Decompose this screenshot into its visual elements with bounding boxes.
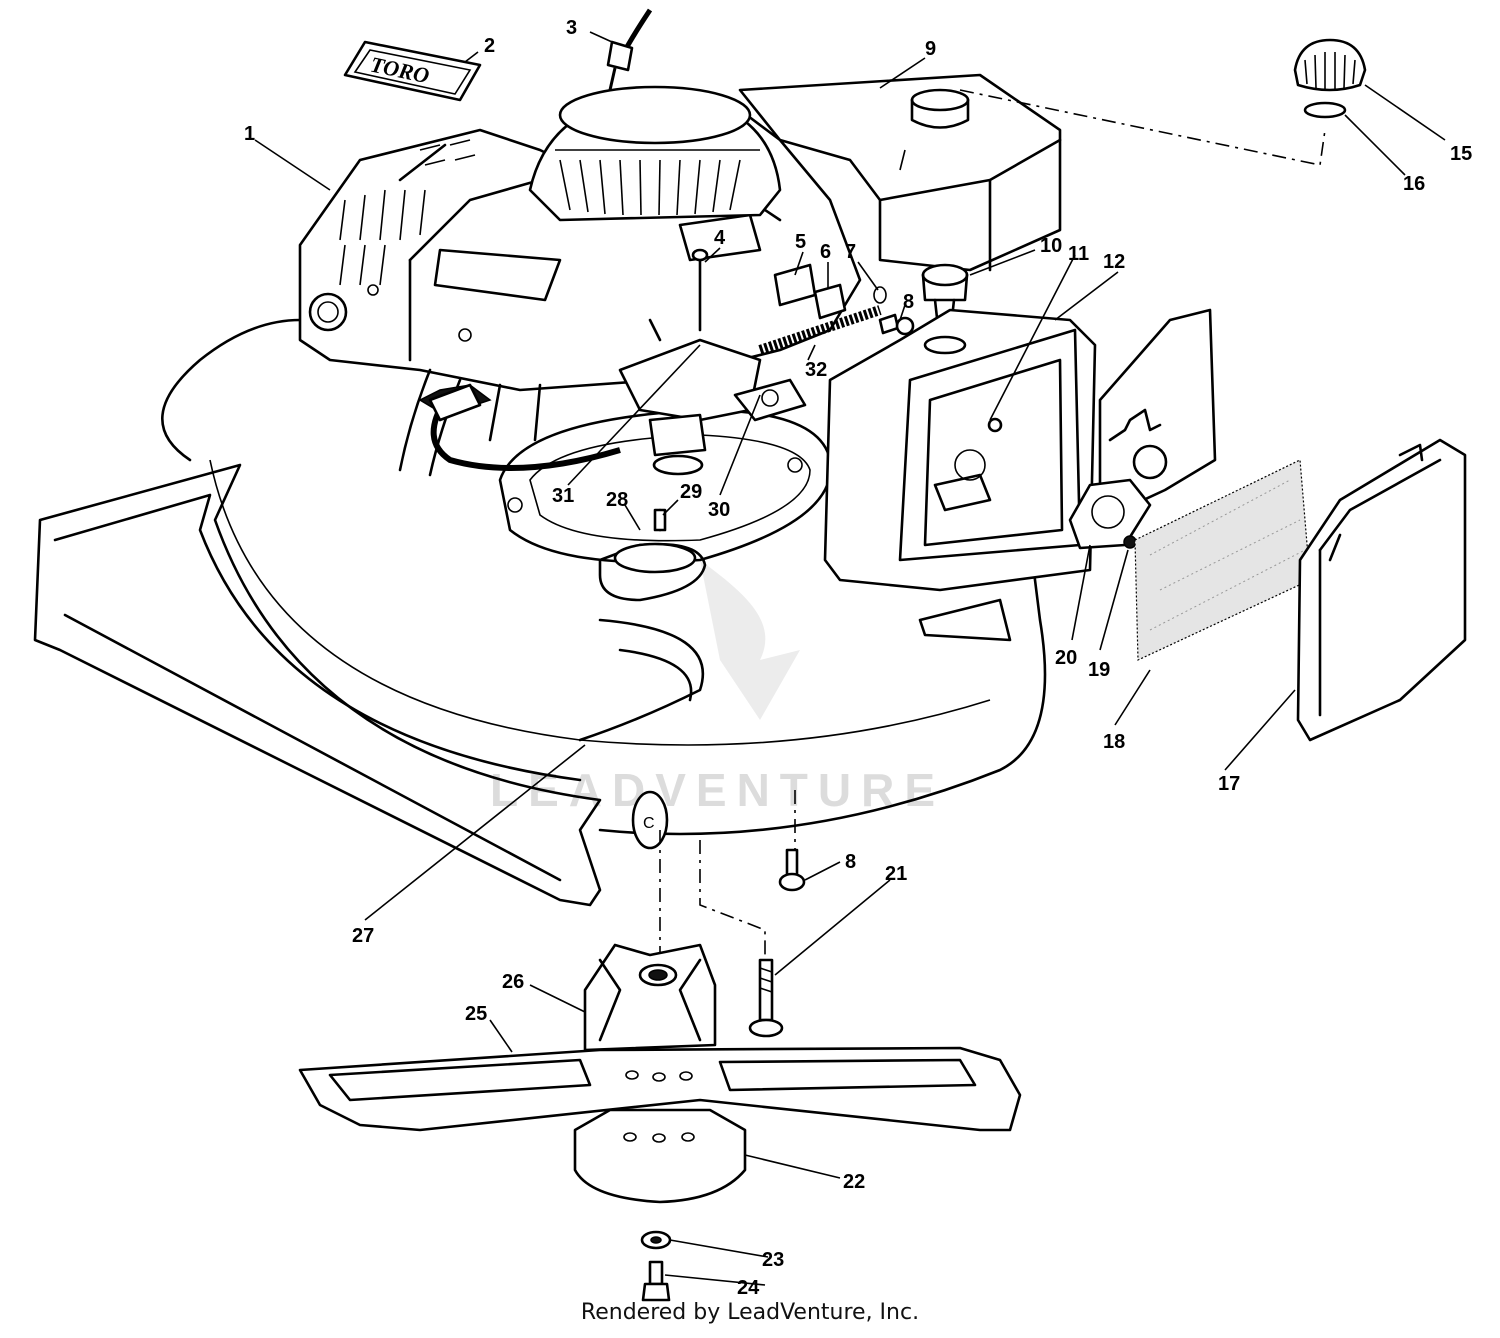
blade-bolt: [640, 1230, 672, 1302]
adapter-plate: [1068, 478, 1152, 550]
blade-adapter: [583, 943, 717, 1052]
callout-11: 11: [1068, 243, 1089, 265]
callout-20: 20: [1055, 647, 1077, 669]
callout-18: 18: [1103, 731, 1125, 753]
mower-deck: C: [33, 318, 1047, 907]
svg-text:C: C: [643, 815, 655, 832]
callout-6: 6: [820, 241, 831, 263]
bolt-centerline: [699, 840, 766, 960]
callout-15: 15: [1450, 143, 1472, 165]
blade: [298, 1046, 1022, 1132]
callout-7: 7: [845, 241, 856, 263]
callout-21: 21: [885, 863, 907, 885]
callout-30: 30: [708, 499, 730, 521]
blade-stiffener: [573, 1108, 747, 1204]
callout-10: 10: [1040, 235, 1062, 257]
footer-credit: Rendered by LeadVenture, Inc.: [580, 1300, 920, 1325]
primer-bulb: [921, 263, 969, 320]
leader-lines: [254, 31, 1446, 1286]
watermark: LEADVENTURE: [490, 560, 945, 816]
callout-8-bottom: 8: [845, 851, 856, 873]
handle-bracket: [1098, 308, 1217, 522]
engine: [298, 85, 862, 477]
carburetor: [618, 248, 807, 476]
callout-3: 3: [566, 17, 577, 39]
callout-26: 26: [502, 971, 524, 993]
air-filter: [1134, 459, 1311, 661]
fuel-cap-leader: [959, 89, 1326, 166]
fuel-cap: [1293, 38, 1367, 119]
callout-5: 5: [795, 231, 806, 253]
callout-19: 19: [1088, 659, 1110, 681]
air-cleaner-cover: [1296, 438, 1467, 742]
throttle-cable: [606, 8, 653, 91]
callout-8-top: 8: [903, 291, 914, 313]
callout-1: 1: [244, 123, 255, 145]
watermark-text: LEADVENTURE: [490, 764, 945, 816]
callout-labels: 1 2 3 4 5 6 7 8 9 10 11 12 15 16 17 18 1…: [244, 17, 1472, 1299]
callout-24: 24: [737, 1277, 760, 1299]
screw-8-top: [878, 313, 915, 336]
callout-9: 9: [925, 38, 936, 60]
callout-28: 28: [606, 489, 628, 511]
callout-25: 25: [465, 1003, 487, 1025]
callout-4: 4: [714, 227, 726, 249]
governor-spring: [758, 305, 882, 355]
bolt-21: [748, 958, 784, 1038]
screw-8-bottom: [778, 848, 806, 892]
air-cleaner: [823, 308, 1097, 592]
spindle-bolt: [653, 508, 667, 532]
callout-32: 32: [805, 359, 827, 381]
callout-31: 31: [552, 485, 574, 507]
toro-decal: TORO: [343, 40, 482, 102]
callout-23: 23: [762, 1249, 784, 1271]
callout-22: 22: [843, 1171, 865, 1193]
callout-27: 27: [352, 925, 374, 947]
callout-12: 12: [1103, 251, 1125, 273]
callout-29: 29: [680, 481, 702, 503]
callout-2: 2: [484, 35, 495, 57]
spark-plug-wire: [428, 383, 621, 471]
throttle-bracket: [773, 263, 887, 320]
callout-17: 17: [1218, 773, 1240, 795]
callout-16: 16: [1403, 173, 1425, 195]
